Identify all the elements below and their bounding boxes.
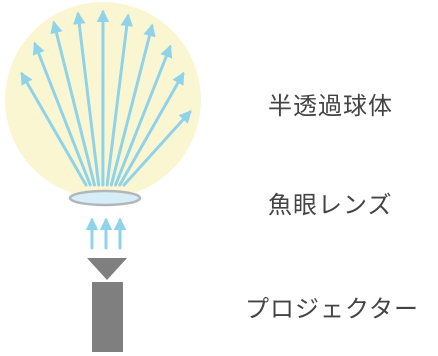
fisheye-lens-icon <box>70 191 140 205</box>
lens-label: 魚眼レンズ <box>268 185 393 220</box>
projector-icon <box>87 258 127 352</box>
projector-body <box>92 282 123 352</box>
projector-label: プロジェクター <box>245 289 419 324</box>
sphere-label: 半透過球体 <box>268 86 393 121</box>
projector-nozzle <box>87 258 127 280</box>
projection-arrows <box>92 220 120 248</box>
